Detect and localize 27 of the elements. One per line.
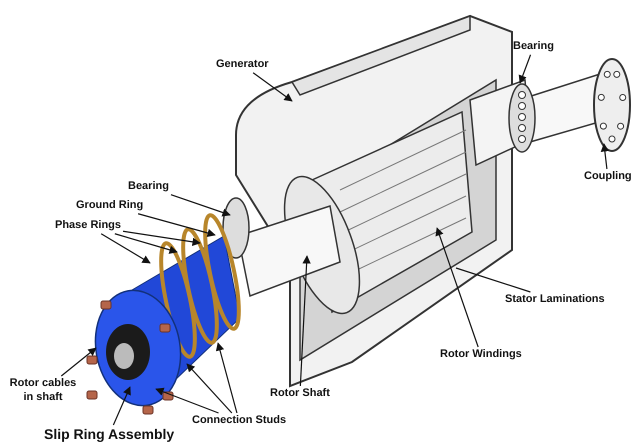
leader-line bbox=[122, 230, 201, 246]
part-label: Bearing bbox=[513, 40, 554, 54]
part-label: Stator Laminations bbox=[505, 293, 605, 307]
leader-line bbox=[170, 194, 231, 216]
part-label: Bearing bbox=[128, 180, 169, 194]
part-label: Coupling bbox=[584, 170, 632, 184]
leader-line bbox=[114, 233, 178, 254]
part-label: Rotor Windings bbox=[440, 348, 522, 362]
leader-line bbox=[100, 233, 151, 264]
leader-line bbox=[600, 143, 610, 170]
leader-line bbox=[252, 72, 293, 102]
part-label: Connection Studs bbox=[192, 414, 286, 428]
leader-line bbox=[112, 386, 131, 426]
leader-line bbox=[60, 347, 97, 376]
leader-line bbox=[186, 363, 232, 414]
part-label: Rotor Shaft bbox=[270, 387, 330, 401]
leader-line bbox=[155, 388, 219, 414]
part-label: Ground Ring bbox=[76, 199, 144, 213]
leader-line bbox=[216, 342, 238, 414]
part-label: Phase Rings bbox=[55, 219, 122, 233]
part-label: Generator bbox=[216, 58, 269, 72]
leader-line bbox=[436, 227, 479, 348]
part-label: Slip Ring Assembly bbox=[44, 426, 174, 444]
leader-line bbox=[518, 54, 532, 84]
part-label: Rotor cables in shaft bbox=[8, 377, 78, 404]
leader-line bbox=[456, 267, 531, 293]
leader-line bbox=[138, 213, 216, 238]
